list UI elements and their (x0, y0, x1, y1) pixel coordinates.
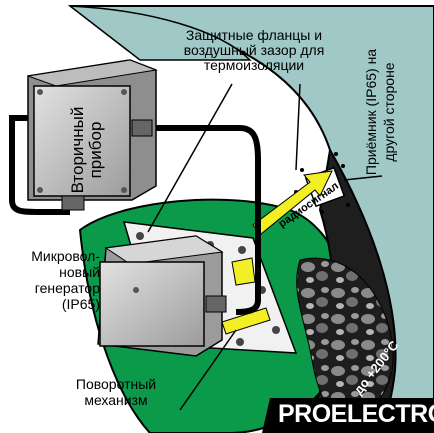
watermark-text: PROELECTRO.RU (278, 400, 434, 428)
receiver-label: Приёмник (IP65) на другой стороне (363, 48, 397, 176)
secondary-device-box (27, 59, 158, 211)
radio-signal-arrow (252, 170, 333, 235)
left-cable (9, 115, 70, 215)
secondary-device-label: Вторичный прибор (68, 106, 105, 194)
leader-flanges-1 (147, 83, 233, 233)
generator-label: Микровол- новый генератор (IP65) (31, 248, 100, 312)
leader-receiver (343, 175, 383, 181)
vessel-top (67, 5, 252, 61)
generator-box (97, 235, 227, 357)
mechanism-label: Поворотный механизм (75, 376, 157, 408)
signal-cable (150, 125, 261, 315)
watermark-band (262, 398, 434, 433)
leader-flanges-2 (295, 83, 301, 171)
rotation-bracket-top (231, 257, 256, 286)
leader-mechanism (179, 329, 237, 411)
flanges-label: Защитные фланцы и воздушный зазор для те… (183, 27, 325, 73)
